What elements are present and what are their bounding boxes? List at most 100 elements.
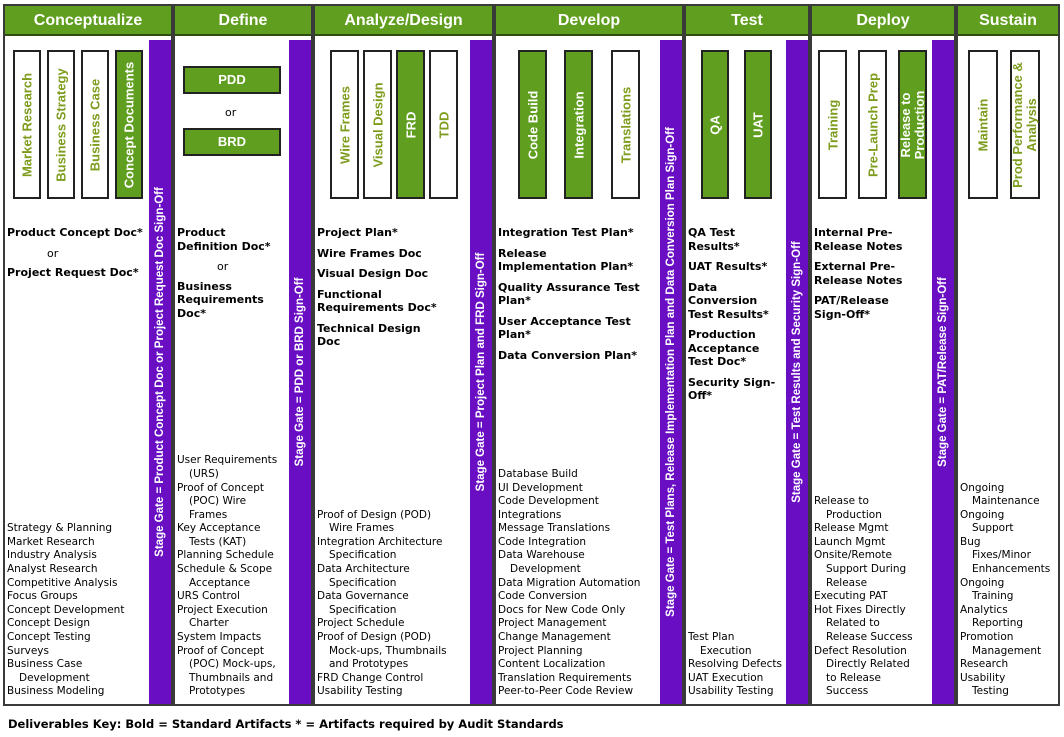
- phase-header: Conceptualize: [5, 6, 171, 36]
- activity-box-market-research: Market Research: [13, 50, 41, 199]
- activity-item: Docs for New Code Only: [498, 603, 626, 616]
- activity-item: Data Governance Specification: [317, 590, 409, 616]
- phase-header: Define: [175, 6, 311, 36]
- activity-item: Launch Mgmt: [814, 535, 886, 548]
- activity-box-prod-performance-analysis: Prod Performance & Analysis: [1010, 50, 1040, 199]
- deliverable-item: Integration Test Plan*: [498, 226, 634, 239]
- activity-box-label: Visual Design: [370, 81, 385, 168]
- deliverable-item: Wire Frames Doc: [317, 246, 422, 260]
- activity-item: Ongoing Support: [960, 508, 1014, 535]
- deliverable-item: Project Plan*: [317, 226, 398, 239]
- activity-item: Research: [960, 658, 1009, 671]
- activity-box-concept-documents: Concept Documents: [115, 50, 143, 199]
- deliverable-item: Project Request Doc*: [7, 266, 139, 279]
- deliverable-item: External Pre-Release Notes: [814, 260, 903, 287]
- activity-box-visual-design: Visual Design: [363, 50, 392, 199]
- stage-gate-bar: Stage Gate = PAT/Release Sign-Off: [932, 40, 954, 704]
- activity-item: Test Plan Execution: [688, 631, 752, 657]
- activity-box-label: Release to Production: [897, 90, 927, 159]
- stage-gate-label: Stage Gate = PDD or BRD Sign-Off: [294, 277, 306, 467]
- deliverables-list: QA Test Results*UAT Results*Data Convers…: [688, 226, 783, 410]
- activity-item: Business Modeling: [7, 685, 105, 698]
- deliverable-item: Functional Requirements Doc*: [317, 287, 437, 315]
- activity-item: Concept Development: [7, 603, 125, 616]
- activity-box-frd: FRD: [396, 50, 425, 199]
- activity-box-label: Pre-Launch Prep: [865, 72, 880, 177]
- activity-item: Release to Production: [814, 495, 882, 521]
- activity-item: Message Translations: [498, 522, 611, 535]
- activity-item: User Requirements (URS): [177, 454, 278, 480]
- phase-header: Sustain: [958, 6, 1058, 36]
- activity-item: Focus Groups: [7, 590, 78, 603]
- stage-gate-bar: Stage Gate = PDD or BRD Sign-Off: [289, 40, 311, 704]
- activity-item: Schedule & Scope Acceptance: [177, 563, 273, 589]
- activity-item: Database Build: [498, 467, 578, 480]
- activity-box-label: Business Strategy: [53, 67, 69, 182]
- deliverable-item: UAT Results*: [688, 260, 768, 273]
- deliverable-item: QA Test Results*: [688, 226, 740, 253]
- activity-item: Hot Fixes Directly Related to Release Su…: [814, 603, 913, 644]
- activity-item: Project Management: [498, 617, 607, 630]
- activity-item: Usability Testing: [688, 685, 774, 698]
- activity-item: Project Planning: [498, 644, 583, 657]
- activity-item: System Impacts: [177, 631, 262, 644]
- activity-item: Concept Design: [7, 617, 91, 630]
- activity-item: Project Execution Charter: [177, 603, 268, 630]
- activity-item: Ongoing Training: [960, 576, 1014, 603]
- activity-box-translations: Translations: [611, 50, 640, 199]
- activity-box-label: Wire Frames: [337, 85, 352, 164]
- or-label: or: [47, 246, 59, 260]
- activity-item: UI Development: [498, 481, 583, 494]
- or-label: or: [217, 260, 229, 273]
- activity-box-label: Business Case: [87, 78, 103, 171]
- activity-item: Release Mgmt: [814, 522, 889, 535]
- activity-item: Concept Testing: [7, 631, 91, 644]
- pdd-box: PDD: [183, 66, 281, 94]
- activity-box-pre-launch-prep: Pre-Launch Prep: [858, 50, 887, 199]
- brd-box: BRD: [183, 128, 281, 156]
- activity-item: Code Development: [498, 495, 599, 508]
- activity-box-training: Training: [818, 50, 847, 199]
- activity-item: Data Migration Automation: [498, 576, 641, 589]
- activity-box-wire-frames: Wire Frames: [330, 50, 359, 199]
- activity-box-label: Integration: [571, 90, 586, 159]
- activity-box-uat: UAT: [744, 50, 772, 199]
- activity-item: Resolving Defects: [688, 658, 782, 671]
- stage-gate-label: Stage Gate = Project Plan and FRD Sign-O…: [475, 252, 487, 492]
- activity-item: Surveys: [7, 644, 49, 657]
- deliverable-item: PAT/Release Sign-Off*: [814, 294, 889, 321]
- activity-box-label: TDD: [436, 111, 451, 138]
- activity-item: Competitive Analysis: [7, 576, 118, 589]
- stage-gate-label: Stage Gate = Test Results and Security S…: [791, 241, 803, 503]
- activity-item: Ongoing Maintenance: [960, 481, 1040, 508]
- activity-box-tdd: TDD: [429, 50, 458, 199]
- deliverables-list: Integration Test Plan* Release Implementa…: [498, 226, 648, 369]
- deliverable-item: Release Implementation Plan*: [498, 246, 634, 274]
- activity-box-label: Market Research: [19, 72, 35, 177]
- phase-header: Test: [686, 6, 808, 36]
- activity-item: Planning Schedule: [177, 549, 274, 562]
- deliverable-item: Security Sign-Off*: [688, 375, 776, 403]
- deliverables-key: Deliverables Key: Bold = Standard Artifa…: [8, 717, 564, 731]
- activity-item: Proof of Design (POD) Mock-ups, Thumbnai…: [317, 631, 447, 671]
- deliverable-item: Business Requirements Doc*: [177, 279, 264, 320]
- activity-box-label: Translations: [618, 86, 633, 163]
- phase-header: Develop: [496, 6, 682, 36]
- activity-item: Project Schedule: [317, 617, 405, 630]
- activity-item: URS Control: [177, 590, 240, 603]
- activity-box-qa: QA: [701, 50, 729, 199]
- activity-box-label: FRD: [403, 111, 418, 138]
- activity-item: Integration Architecture Specification: [317, 535, 443, 562]
- activity-item: Key Acceptance Tests (KAT): [177, 522, 261, 548]
- activity-box-release-to-production: Release to Production: [898, 50, 927, 199]
- activity-item: Defect Resolution Directly Related to Re…: [814, 644, 910, 698]
- activity-item: FRD Change Control: [317, 671, 424, 684]
- activity-item: Proof of Concept (POC) Mock-ups, Thumbna…: [177, 644, 276, 698]
